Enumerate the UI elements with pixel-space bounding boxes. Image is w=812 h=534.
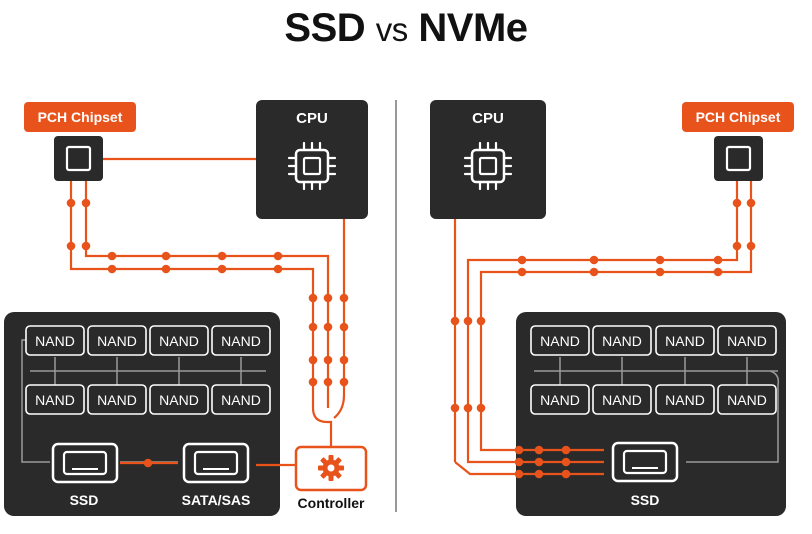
left-signal-paths — [69, 157, 346, 467]
left-nand-label: NAND — [35, 333, 75, 349]
right-chipset-box — [714, 136, 763, 181]
right-signal-dots — [450, 198, 756, 479]
left-nand-bus-lines — [21, 339, 266, 463]
left-ssd-drive-icon — [51, 442, 119, 484]
left-nand-chip — [25, 325, 85, 356]
left-chipset-icon — [65, 145, 92, 172]
right-nand-label: NAND — [665, 392, 705, 408]
right-storage-panel — [516, 312, 786, 516]
left-cpu-label: CPU — [296, 110, 328, 127]
right-nand-label: NAND — [727, 333, 767, 349]
right-cpu-label: CPU — [472, 110, 504, 127]
title-nvme: NVMe — [418, 6, 528, 50]
left-nand-chip — [87, 384, 147, 415]
right-nand-bus-lines — [534, 357, 780, 463]
right-nand-label: NAND — [540, 333, 580, 349]
left-nand-chip — [149, 384, 209, 415]
left-nand-chip — [87, 325, 147, 356]
right-pch-chipset-tag: PCH Chipset — [682, 102, 794, 132]
right-cpu-box — [430, 100, 546, 219]
left-nand-label: NAND — [97, 392, 137, 408]
right-nand-chip — [655, 325, 715, 356]
left-nand-row-1: NAND NAND NAND NAND — [25, 325, 271, 356]
right-nand-label: NAND — [602, 392, 642, 408]
right-chipset-icon — [725, 145, 752, 172]
left-nand-chip — [211, 384, 271, 415]
left-nand-label: NAND — [97, 333, 137, 349]
right-nand-row-2: NAND NAND NAND NAND — [530, 384, 777, 415]
sata-sas-label: SATA/SAS — [182, 492, 251, 508]
page-title: SSD vs NVMe — [0, 6, 812, 51]
left-nand-label: NAND — [35, 392, 75, 408]
left-nand-label: NAND — [221, 392, 261, 408]
left-nand-label: NAND — [221, 333, 261, 349]
left-pch-chipset-label: PCH Chipset — [37, 109, 123, 125]
right-nand-label: NAND — [665, 333, 705, 349]
title-ssd: SSD — [284, 6, 366, 50]
title-vs: vs — [375, 11, 409, 48]
left-nand-chip — [149, 325, 209, 356]
controller-label: Controller — [298, 495, 365, 511]
left-signal-dots — [66, 198, 349, 468]
left-nand-chip — [211, 325, 271, 356]
right-nand-chip — [717, 384, 777, 415]
right-nand-chip — [530, 325, 590, 356]
left-nand-label: NAND — [159, 333, 199, 349]
right-nand-chip — [592, 384, 652, 415]
right-nand-label: NAND — [727, 392, 767, 408]
gear-icon — [318, 455, 344, 481]
right-nand-label: NAND — [540, 392, 580, 408]
right-nand-chip — [592, 325, 652, 356]
sata-sas-drive-icon — [182, 442, 250, 484]
right-nand-chip — [655, 384, 715, 415]
right-pch-chipset-label: PCH Chipset — [695, 109, 781, 125]
right-nand-chip — [530, 384, 590, 415]
right-ssd-drive-icon — [611, 441, 679, 483]
right-nand-label: NAND — [602, 333, 642, 349]
left-nand-label: NAND — [159, 392, 199, 408]
left-ssd-label: SSD — [70, 492, 99, 508]
right-nand-row-1: NAND NAND NAND NAND — [530, 325, 777, 356]
left-nand-chip — [25, 384, 85, 415]
left-cpu-box — [256, 100, 368, 219]
right-nand-chip — [717, 325, 777, 356]
left-nand-row-2: NAND NAND NAND NAND — [25, 384, 271, 415]
right-ssd-label: SSD — [631, 492, 660, 508]
left-chipset-box — [54, 136, 103, 181]
left-pch-chipset-tag: PCH Chipset — [24, 102, 136, 132]
right-signal-paths — [453, 180, 753, 476]
